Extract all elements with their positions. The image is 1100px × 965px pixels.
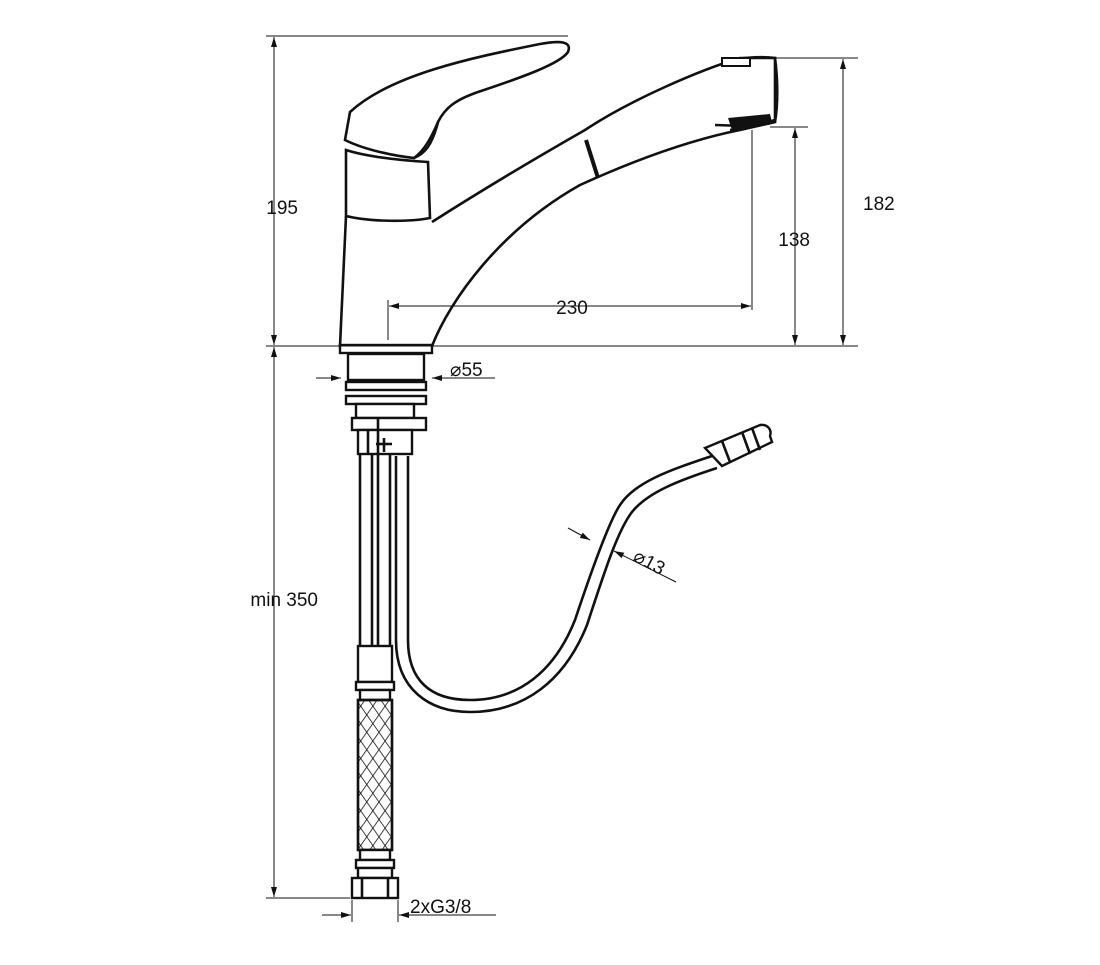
mounting-assembly (344, 352, 428, 456)
pull-out-hose (394, 423, 774, 714)
supply-pipes (350, 454, 400, 900)
dim-label-outlet-height: 138 (778, 230, 810, 251)
connection-nut (350, 876, 400, 900)
faucet-body (338, 40, 779, 355)
dim-label-spout-height: 182 (863, 194, 895, 215)
dim-label-spout-reach: 230 (556, 298, 588, 319)
handle-collar (344, 148, 432, 223)
dim-label-total-height: 195 (266, 198, 298, 219)
lever-handle (343, 40, 571, 160)
dim-label-connection: 2xG3/8 (410, 897, 471, 918)
dim-label-hose-diameter: ⌀13 (630, 546, 669, 580)
dim-label-hose-length: min 350 (250, 590, 318, 611)
faucet-housing (338, 56, 777, 348)
dim-label-base-diameter: ⌀55 (450, 360, 483, 381)
dimension-lines (266, 35, 858, 922)
